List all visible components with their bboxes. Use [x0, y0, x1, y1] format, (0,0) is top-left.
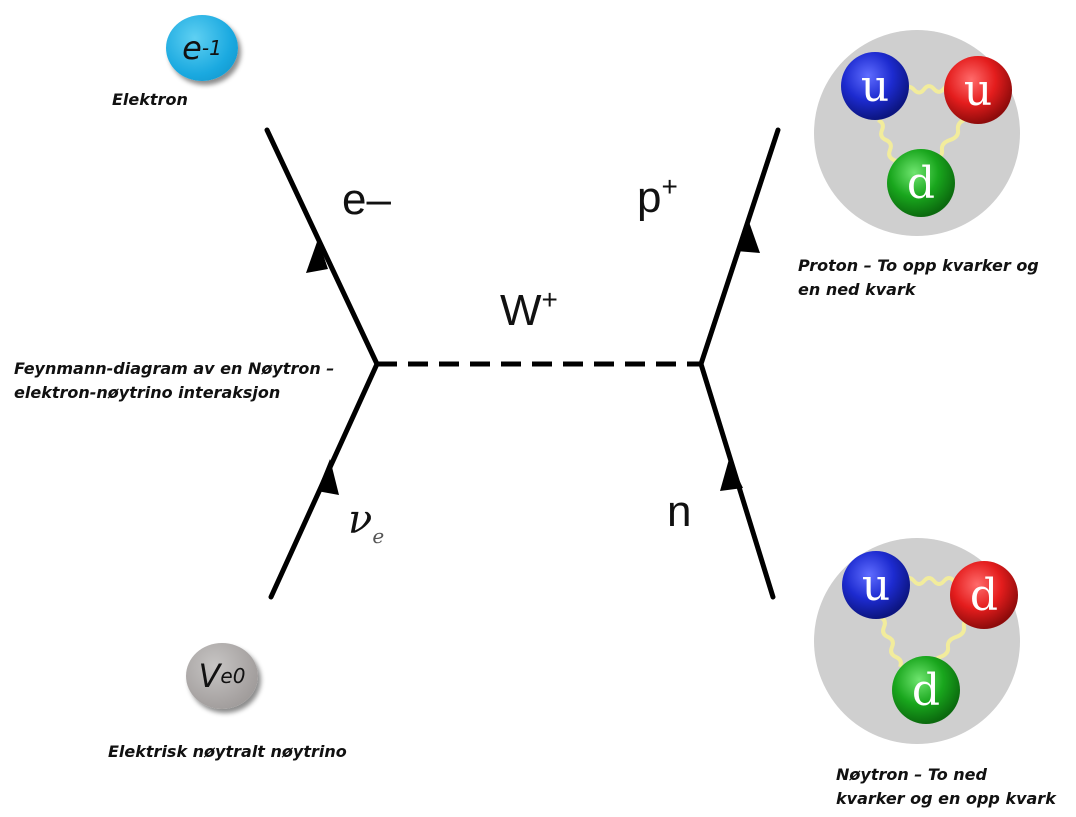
neutrino-caption: Elektrisk nøytralt nøytrino [108, 740, 347, 764]
neutrino-caption-text: Elektrisk nøytralt nøytrino [108, 742, 347, 761]
electron-arrow [306, 239, 328, 273]
proton-quark-1-label: u [861, 61, 889, 112]
proton-hadron: u u d [814, 30, 1020, 236]
neutron-quark-3 [892, 656, 960, 724]
neutron-quark-1-label: u [862, 560, 890, 611]
feynman-caption-line-1: Feynmann-diagram av en Nøytron – [14, 359, 335, 378]
neutrino-badge-subscript: e [220, 664, 233, 688]
electron-label: e– [342, 175, 391, 224]
neutrino-label-subscript: e [372, 524, 384, 548]
neutron-quark-1 [842, 551, 910, 619]
neutron-caption-line-1: Nøytron – To ned [836, 765, 987, 784]
neutrino-badge-superscript: 0 [232, 664, 246, 688]
neutron-caption-line-2: kvarker og en opp kvark [836, 789, 1056, 808]
electron-badge-superscript: -1 [201, 36, 222, 60]
proton-caption-line-1: Proton – To opp kvarker og [798, 256, 1039, 275]
gluon-neutron-right [929, 615, 971, 668]
feynman-caption: Feynmann-diagram av en Nøytron – elektro… [14, 357, 334, 405]
feynman-caption-line-2: elektron-nøytrino interaksjon [14, 383, 281, 402]
neutron-arrow [720, 459, 743, 491]
electron-badge-symbol: e [182, 29, 202, 67]
electron-line [264, 127, 380, 367]
neutron-quark-2 [950, 561, 1018, 629]
neutrino-arrow [317, 459, 339, 495]
w-boson-label-charge: + [542, 284, 558, 315]
proton-label: p+ [637, 171, 678, 222]
neutron-quark-2-label: d [970, 570, 998, 621]
proton-quark-3 [887, 149, 955, 217]
neutron-label: n [667, 487, 691, 536]
proton-caption: Proton – To opp kvarker og en ned kvark [798, 254, 1039, 302]
proton-quark-2-label: u [964, 65, 992, 116]
proton-label-text: p [637, 173, 661, 222]
w-boson-label: W+ [500, 284, 558, 335]
neutron-caption: Nøytron – To ned kvarker og en opp kvark [836, 763, 1056, 811]
proton-arrow [736, 219, 760, 253]
neutrino-badge-symbol: V [198, 657, 221, 695]
proton-quark-2 [944, 56, 1012, 124]
electron-badge: e-1 [166, 15, 238, 81]
neutron-quark-3-label: d [912, 665, 940, 716]
proton-quark-1 [841, 52, 909, 120]
neutrino-label-symbol: ν [348, 497, 372, 543]
gluon-neutron-left [879, 615, 903, 668]
proton-caption-line-2: en ned kvark [798, 280, 916, 299]
neutrino-label: νe [348, 497, 384, 548]
proton-label-charge: + [661, 171, 677, 202]
gluon-proton-left [877, 118, 901, 171]
electron-caption: Elektron [112, 88, 188, 112]
electron-caption-text: Elektron [112, 90, 188, 109]
w-boson-label-text: W [500, 286, 542, 335]
neutron-hadron: u d d [814, 538, 1020, 744]
proton-quark-3-label: d [907, 158, 935, 209]
